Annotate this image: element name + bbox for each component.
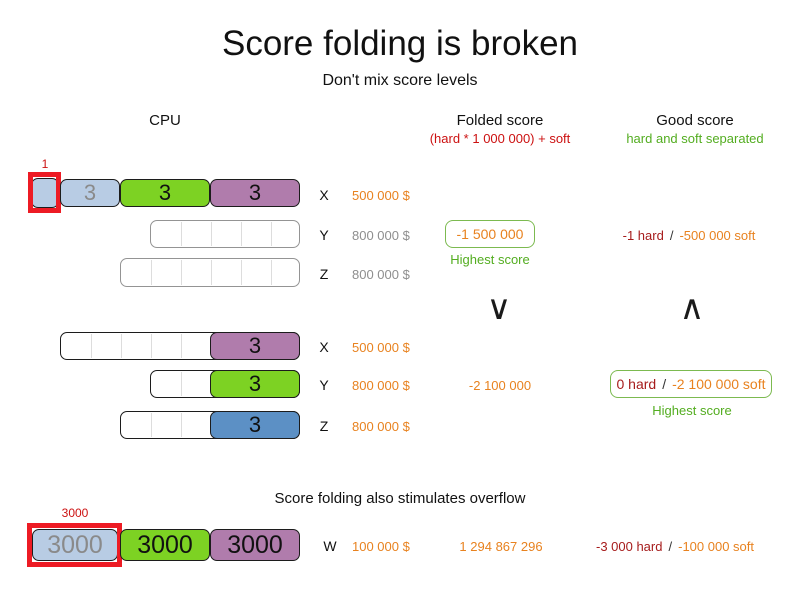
good-score-soft: -2 100 000 soft [672, 376, 766, 392]
bar-divider [271, 222, 272, 246]
broken-row-x-label: X [319, 187, 329, 203]
bar-divider [211, 260, 212, 285]
folded-score-formula: (hard * 1 000 000) + soft [429, 131, 571, 146]
pin-marker-label: 1 [41, 157, 49, 171]
good-score-soft: -500 000 soft [679, 228, 756, 243]
broken-row-y-label: Y [319, 227, 329, 243]
broken-row-y-bar [150, 220, 300, 248]
bar-divider [211, 222, 212, 246]
folded-score-header: Folded score [456, 112, 544, 129]
good-row-z-cost: 800 000 $ [352, 419, 410, 434]
good-row-y-label: Y [319, 377, 329, 393]
comparator-good-icon: ∧ [679, 289, 705, 327]
good-score-formula: hard and soft separated [626, 131, 764, 146]
overflow-block-purple: 3000 [210, 529, 300, 561]
broken-x-block-green: 3 [120, 179, 210, 207]
broken-row-y-cost: 800 000 $ [352, 228, 410, 243]
overflow-heading: Score folding also stimulates overflow [274, 490, 526, 507]
broken-row-z-cost: 800 000 $ [352, 267, 410, 282]
score-separator: / [668, 539, 673, 554]
bar-divider [121, 334, 122, 358]
bar-divider [151, 334, 152, 358]
overflow-cost: 100 000 $ [352, 539, 410, 554]
bar-divider [181, 334, 182, 358]
bar-divider [241, 260, 242, 285]
cpu-column-header: CPU [149, 112, 181, 129]
good-score-header: Good score [656, 112, 734, 129]
bar-divider [181, 372, 182, 396]
bar-divider [91, 334, 92, 358]
good-z-block-blue: 3 [210, 411, 300, 439]
overflow-good-score-line: -3 000 hard / -100 000 soft [575, 539, 775, 554]
good-score-line-broken: -1 hard / -500 000 soft [589, 228, 789, 243]
overflow-block-lightblue: 3000 [32, 529, 118, 561]
bar-divider [181, 222, 182, 246]
good-score-hard: -3 000 hard [595, 539, 663, 554]
good-row-y-cost: 800 000 $ [352, 378, 410, 393]
overflow-pin-label: 3000 [61, 506, 89, 520]
score-separator: / [662, 376, 667, 392]
bar-divider [151, 260, 152, 285]
bar-divider [271, 260, 272, 285]
good-x-block-purple: 3 [210, 332, 300, 360]
broken-x-block-lightblue: 3 [60, 179, 120, 207]
overflow-pin-frame [27, 523, 122, 567]
bar-divider [181, 413, 182, 437]
page-title: Score folding is broken [221, 24, 579, 63]
good-score-hard: 0 hard [616, 376, 657, 392]
good-y-block-green: 3 [210, 370, 300, 398]
good-score-soft: -100 000 soft [678, 539, 754, 554]
folded-score-box: -1 500 000 [445, 220, 535, 248]
broken-row-z-label: Z [319, 266, 329, 282]
page-subtitle: Don't mix score levels [322, 72, 478, 89]
folded-score-value: -1 500 000 [456, 226, 524, 242]
broken-row-x-cost: 500 000 $ [352, 188, 410, 203]
folded-score-value-good: -2 100 000 [468, 378, 532, 393]
highest-score-note-folded: Highest score [450, 252, 530, 267]
score-separator: / [669, 228, 674, 243]
broken-x-block-purple: 3 [210, 179, 300, 207]
highest-score-note-good: Highest score [652, 403, 732, 418]
good-score-box: 0 hard / -2 100 000 soft [610, 370, 772, 398]
good-row-z-label: Z [319, 418, 329, 434]
good-row-x-cost: 500 000 $ [352, 340, 410, 355]
bar-divider [241, 222, 242, 246]
pin-marker-frame [28, 172, 61, 213]
overflow-folded-score: 1 294 867 296 [459, 539, 543, 554]
comparator-folded-icon: ∨ [486, 289, 512, 327]
bar-divider [181, 260, 182, 285]
good-row-x-label: X [319, 339, 329, 355]
bar-divider [151, 413, 152, 437]
overflow-row-label: W [323, 538, 337, 554]
overflow-block-green: 3000 [120, 529, 210, 561]
broken-row-z-bar [120, 258, 300, 287]
good-score-hard: -1 hard [622, 228, 664, 243]
